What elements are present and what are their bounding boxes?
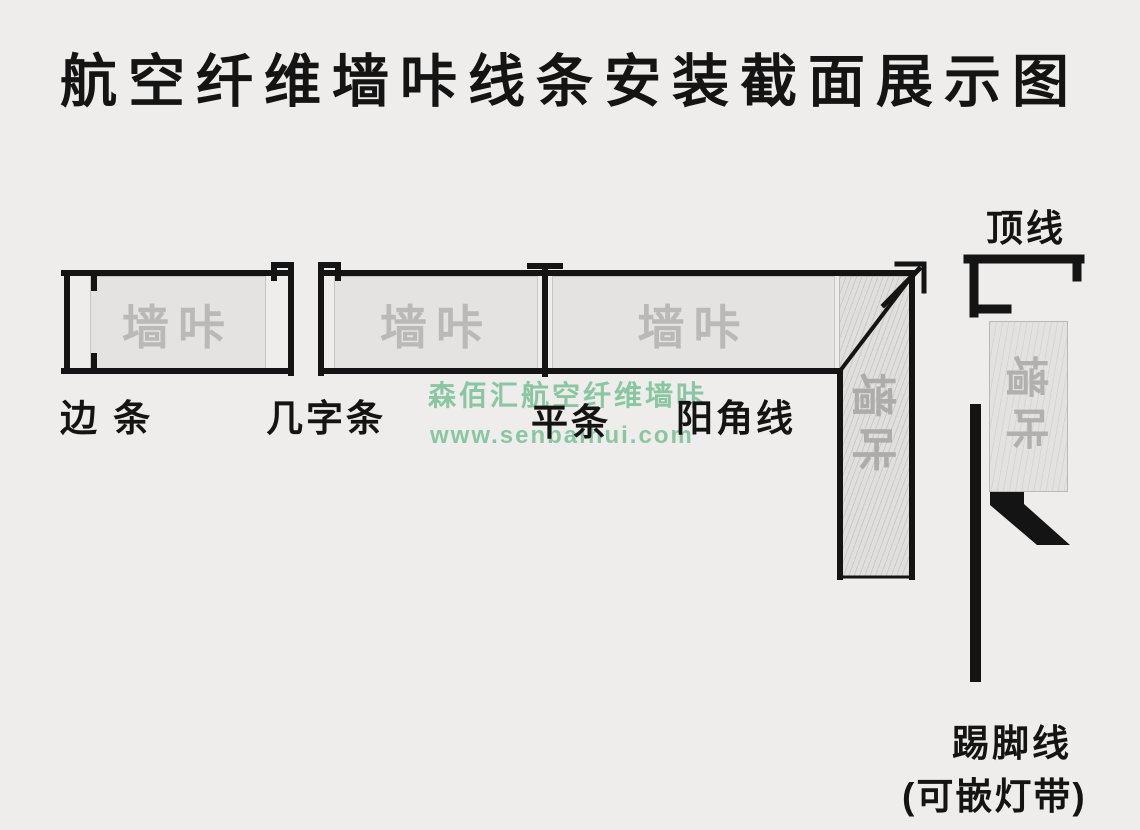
outer-corner-profile: [837, 270, 915, 580]
corner-panel-band: 墙咔: [839, 276, 915, 577]
crown-profile: [963, 254, 1085, 318]
label-skirting: 踢脚线: [952, 723, 1072, 764]
label-ji-strip: 几字条: [266, 398, 386, 439]
wall-panel-2: 墙咔: [334, 276, 538, 370]
wall-panel-1-watermark-text: 墙咔: [122, 300, 234, 354]
label-crown: 顶线: [986, 208, 1066, 249]
watermark-url: www.senbaihui.com: [430, 422, 694, 449]
wall-panel-2-watermark-text: 墙咔: [380, 300, 492, 354]
wall-panel-3-watermark-text: 墙咔: [637, 300, 750, 354]
label-flat-strip: 平条: [531, 402, 611, 443]
wall-panel-3: 墙咔: [552, 276, 835, 370]
page-title: 航空纤维墙咔线条安装截面展示图: [60, 50, 1080, 114]
edge-strip-profile: [64, 270, 97, 374]
watermark-brand-text: 森佰汇航空纤维墙咔: [428, 380, 708, 411]
corner-arrow-icon: [880, 261, 927, 309]
label-outer-corner: 阳角线: [676, 398, 796, 439]
wall-panel-1: 墙咔: [90, 276, 266, 370]
label-edge-strip: 边 条: [60, 398, 154, 439]
ji-strip-profile: [271, 262, 341, 376]
label-skirting-note: (可嵌灯带): [902, 776, 1087, 817]
skirting-profile: [990, 492, 1070, 545]
right-wall-panel: 墙咔: [989, 321, 1068, 492]
flat-strip-profile: [527, 263, 563, 377]
wall-line: [970, 404, 981, 682]
